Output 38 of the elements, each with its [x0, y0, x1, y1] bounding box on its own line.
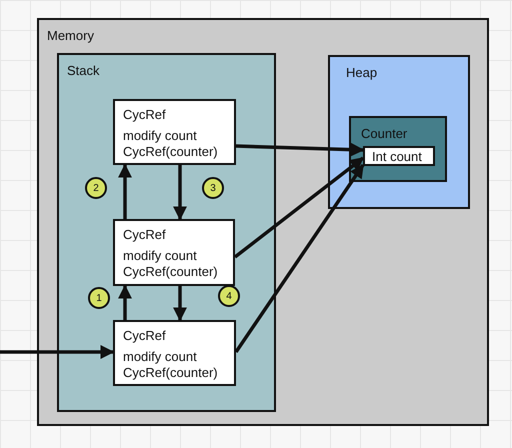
object-box [349, 116, 447, 182]
step-number: 3 [210, 182, 216, 196]
arrow [234, 164, 364, 353]
step-number: 2 [93, 182, 99, 196]
arrow [0, 345, 114, 359]
member-text: CycRef(counter) [123, 144, 218, 159]
step-badge [88, 287, 110, 309]
memory-region [57, 53, 276, 412]
memory-region [328, 55, 470, 209]
frame-box [113, 99, 236, 165]
arrow [118, 164, 132, 219]
member-text: modify count [123, 248, 197, 263]
member-text: CycRef(counter) [123, 365, 218, 380]
step-badge [202, 177, 224, 199]
region-label: Memory [47, 28, 94, 43]
step-badge [85, 177, 107, 199]
arrow [236, 142, 364, 157]
arrow [234, 156, 364, 258]
region-label: Counter [361, 126, 408, 141]
memory-region [37, 18, 489, 426]
arrow [173, 286, 187, 322]
class-name: CycRef [123, 107, 166, 122]
field-box [363, 146, 435, 166]
member-text: CycRef(counter) [123, 264, 218, 279]
class-name: CycRef [123, 227, 166, 242]
member-text: modify count [123, 128, 197, 143]
arrow [173, 165, 187, 220]
region-label: Heap [346, 65, 378, 80]
frame-box [113, 320, 236, 386]
step-number: 1 [96, 292, 102, 306]
frame-box [113, 219, 235, 286]
arrow [118, 284, 132, 320]
step-badge [218, 285, 240, 307]
member-text: modify count [123, 349, 197, 364]
region-label: Stack [67, 63, 100, 78]
class-name: CycRef [123, 328, 166, 343]
region-label: Int count [372, 149, 422, 164]
step-number: 4 [226, 290, 232, 304]
